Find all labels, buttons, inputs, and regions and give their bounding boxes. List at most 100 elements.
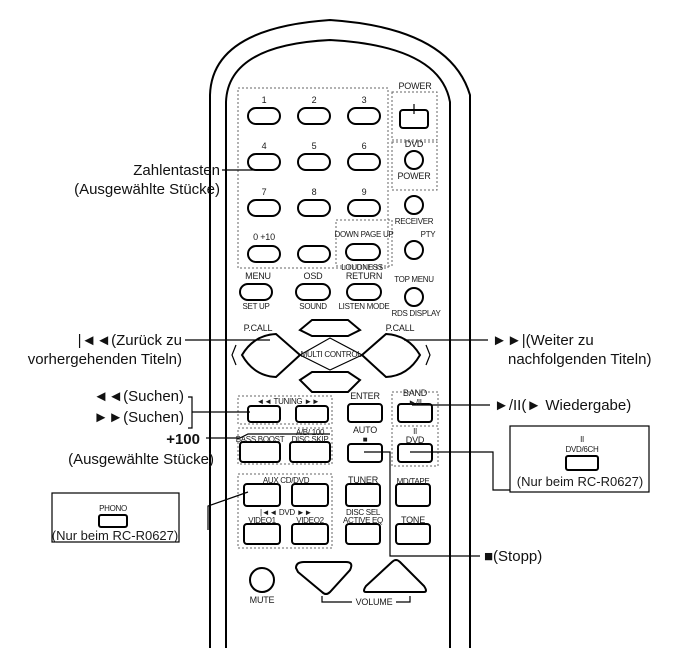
dvd-group-outline [391,141,438,191]
callout-play: ►/II(► Wiedergabe) [494,397,632,414]
inset-left-phono-label: PHONO [99,504,127,513]
dvd-pause-group-outline [391,425,439,467]
digit-2-button [297,107,331,125]
loudness-label: LOUDNESS [341,263,383,272]
inset-right-dvd6ch-button [565,455,599,471]
disc-skip-label: DISC SKIP [291,435,329,444]
auto-label: AUTO [352,425,378,435]
volume-label: VOLUME [355,597,393,607]
bass-boost-label: BASS BOOST [235,435,285,444]
digit-2-label: 2 [311,95,317,105]
pty-label: PTY [420,230,436,239]
down-page-up-label: DOWN PAGE UP [334,230,394,239]
digit-1-label: 1 [261,95,267,105]
top-menu-button [404,287,424,307]
power-label: POWER [398,81,432,91]
dvd-video-label: |◄◄ DVD ►► [259,508,313,517]
listen-mode-label: LISTEN MODE [338,302,390,311]
bass-group-outline [237,427,333,465]
callout-next-line2: nachfolgenden Titeln) [508,351,652,368]
leader-inset-left [207,491,249,530]
disc-sel-label: DISC SEL [345,508,381,517]
digit-3-label: 3 [361,95,367,105]
digit-7-label: 7 [261,187,267,197]
callout-zahlentasten-sub: (Ausgewählte Stücke) [74,181,220,198]
remote-outer-shell [209,18,471,648]
digit-4-label: 4 [261,141,267,151]
pcall-left-label: P.CALL [243,323,273,333]
digit-3-button [347,107,381,125]
leader-plus100 [206,433,330,439]
active-eq-label: ACTIVE EQ [343,516,383,525]
digit-9-label: 9 [361,187,367,197]
volume-up-button [363,559,427,593]
leader-search [188,396,250,429]
pty-button [404,240,424,260]
rds-display-label: RDS DISPLAY [391,309,441,318]
dvd2-label: DVD [405,435,425,445]
inset-right-pause-label: II [580,435,584,444]
tone-button [395,523,431,545]
callout-zahlentasten: Zahlentasten [133,162,220,179]
band-label: BAND [402,388,428,398]
video1-label: VIDEO1 [248,516,276,525]
remote-inner-shell [225,38,451,648]
aux-cd-dvd-label: AUX CD/DVD [262,476,310,485]
top-menu-label: TOP MENU [394,275,434,284]
enter-button [347,403,383,423]
zero-ten-button [247,245,281,263]
dvd-power-label: POWER [397,171,431,181]
tuning-back-button [247,405,281,423]
tone-label: TONE [400,515,426,525]
menu-label: MENU [245,271,271,281]
digit-1-button [247,107,281,125]
disc-skip-button [289,441,331,463]
inset-left-note: (Nur beim RC-R0627) [51,528,179,543]
tuning-group-outline [237,395,333,425]
digit-5-button [297,153,331,171]
aux-cd-dvd-button [243,483,281,507]
callout-prev-line2: vorhergehenden Titeln) [27,351,182,368]
tuning-label: ◄◄ TUNING ►► [256,397,320,406]
leader-stop [364,451,480,557]
digit-6-label: 6 [361,141,367,151]
mute-label: MUTE [249,595,275,605]
band-play-button [397,403,433,423]
digit-7-button [247,199,281,217]
return-button [346,283,382,301]
dvd-pause-button [397,443,433,463]
power-group-outline [391,91,438,141]
tuning-fwd-button [295,405,329,423]
digit-6-button [347,153,381,171]
pcall-right-label: P.CALL [385,323,415,333]
stop-button [347,443,383,463]
inset-right-note: (Nur beim RC-R0627) [516,474,644,489]
stop-symbol: ■ [362,435,368,444]
digit-9-button [347,199,381,217]
blank-key-button [297,245,331,263]
dvd-button [404,150,424,170]
zero-ten-label: 0 +10 [253,232,275,242]
digit-8-label: 8 [311,187,317,197]
pcall-up-button [298,319,362,337]
md-tape-label: MD/TAPE [396,477,430,486]
digit-8-button [297,199,331,217]
receiver-label: RECEIVER [394,217,434,226]
return-label: RETURN [345,271,383,281]
cd-dvd-button [291,483,329,507]
pause-symbol: II [413,427,417,436]
digit-4-button [247,153,281,171]
video2-button [291,523,329,545]
receiver-button [404,195,424,215]
callout-stop: ■(Stopp) [484,548,543,565]
multi-control-label: MULTI CONTROL [300,350,362,359]
leader-inset-right [410,451,510,491]
inset-right-box [509,425,650,493]
inset-left-phono-button [98,514,128,528]
dvd-label: DVD [404,139,424,149]
tuner-label: TUNER [348,475,378,485]
osd-label: OSD [303,271,323,281]
video2-label: VIDEO2 [296,516,324,525]
play-pause-label: ►/II [408,398,422,407]
